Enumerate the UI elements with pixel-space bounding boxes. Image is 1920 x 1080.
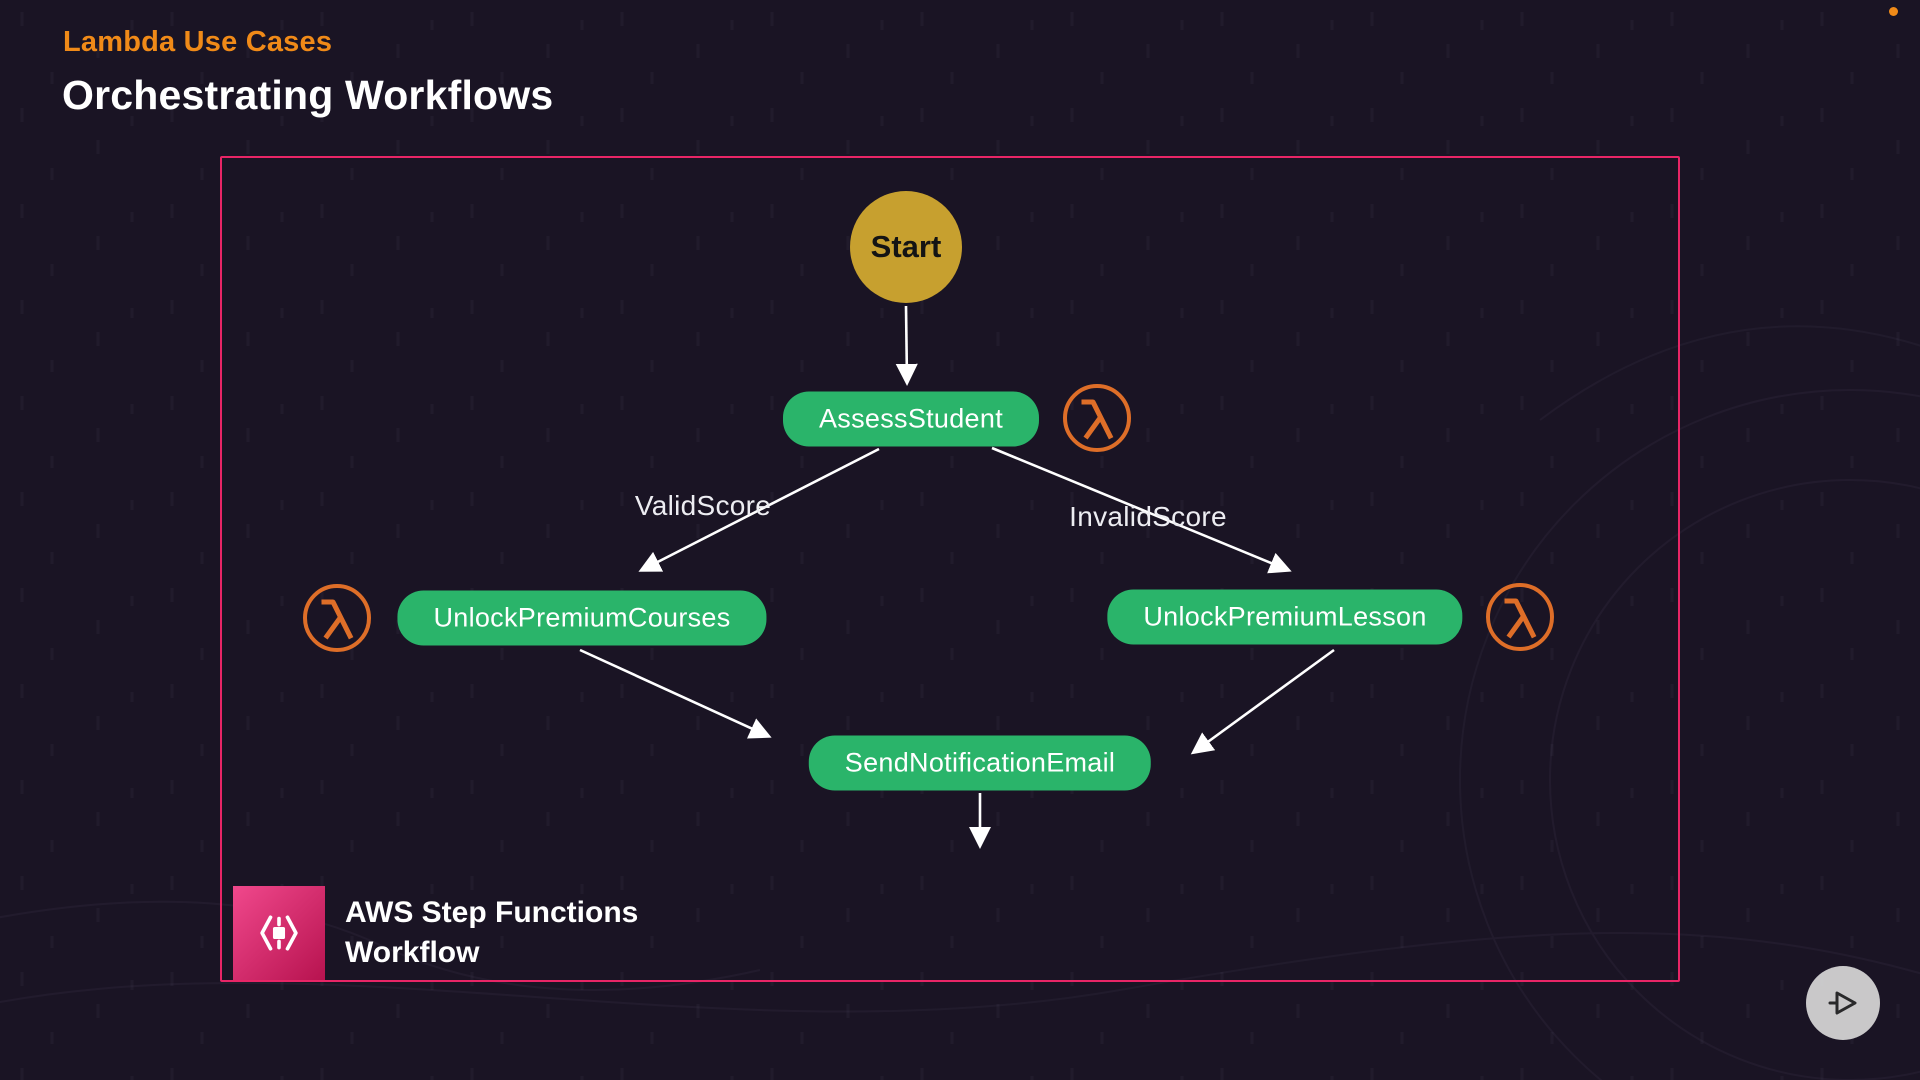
caption-line-2: Workflow	[345, 936, 480, 969]
caption-line-1: AWS Step Functions	[345, 895, 639, 929]
aws-lambda-icon	[1486, 583, 1554, 651]
edge-label-invalid-score: InvalidScore	[1069, 501, 1227, 532]
aws-lambda-icon	[1063, 384, 1131, 452]
edge-label-valid-score: ValidScore	[634, 490, 772, 521]
step-functions-icon	[233, 886, 325, 980]
recording-indicator-dot	[1889, 7, 1898, 16]
node-assess-student: AssessStudent	[782, 391, 1040, 447]
diagram-caption: AWS Step Functions Workflow	[345, 893, 638, 974]
eyebrow-label: Lambda Use Cases	[63, 26, 333, 58]
page-title: Orchestrating Workflows	[62, 72, 554, 118]
aws-step-functions-badge: AWS Step Functions Workflow	[233, 886, 638, 980]
node-send-notification-email: SendNotificationEmail	[808, 735, 1152, 791]
start-node: Start	[850, 191, 962, 303]
node-unlock-premium-courses: UnlockPremiumCourses	[397, 590, 767, 646]
workflow-diagram-frame	[220, 156, 1680, 982]
next-slide-button[interactable]	[1806, 966, 1880, 1040]
node-unlock-premium-lesson: UnlockPremiumLesson	[1107, 589, 1463, 645]
play-next-icon	[1828, 991, 1857, 1015]
aws-lambda-icon	[303, 584, 371, 652]
